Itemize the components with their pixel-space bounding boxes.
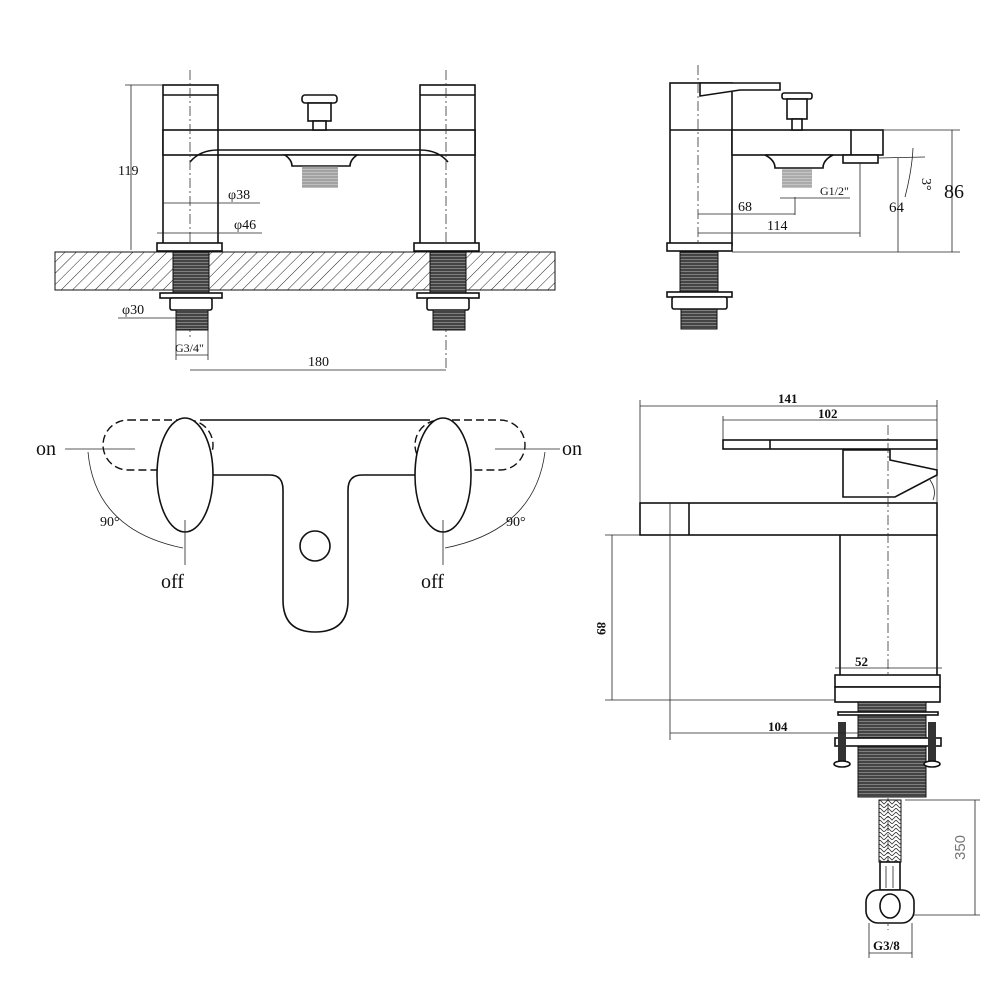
dim-height: 119 — [118, 164, 138, 179]
top-view: on on off off 90° 90° — [36, 417, 582, 633]
dim-spout-height: 89 — [594, 622, 609, 636]
flexible-hose — [878, 799, 902, 863]
base-plate-outline — [200, 419, 430, 633]
bridge-underside — [189, 149, 449, 163]
dim-base-dia: φ46 — [234, 218, 256, 233]
bridge-bar — [162, 129, 476, 156]
dim-spout-height: 86 — [944, 181, 964, 203]
dim-angle: 3° — [918, 178, 933, 191]
shower-outlet — [282, 154, 360, 167]
countertop-section — [54, 251, 556, 291]
dim-base-dia: 52 — [855, 654, 868, 669]
diverter-hole — [299, 530, 331, 562]
dim-lever-length: 102 — [818, 406, 838, 421]
dim-hose-length: 350 — [952, 835, 969, 860]
dim-reach: 114 — [767, 219, 787, 234]
dim-outlet-thread: G1/2" — [820, 184, 849, 198]
right-off-label: off — [421, 571, 444, 593]
right-lever — [414, 417, 472, 533]
side-view: 86 64 3° 68 114 G1/2" — [666, 65, 964, 330]
right-on-label: on — [562, 438, 582, 460]
dim-centres: 180 — [308, 355, 329, 370]
side-tap-body — [669, 82, 733, 246]
dim-reach: 104 — [768, 719, 788, 734]
lever-block — [842, 449, 938, 498]
right-tap-body — [419, 84, 476, 246]
dim-overall-length: 141 — [778, 391, 798, 406]
dim-spout-to-outlet: 68 — [738, 200, 752, 215]
dim-outlet-height: 64 — [889, 200, 905, 216]
dim-thread-dia: φ30 — [122, 303, 144, 318]
diverter-knob — [301, 94, 338, 104]
basin-lever — [722, 439, 938, 450]
basin-spout — [639, 502, 938, 536]
hose-nut — [865, 889, 915, 924]
dim-hose-thread: G3/8 — [873, 938, 900, 953]
left-tap-body — [162, 84, 219, 246]
front-view: 119 φ38 φ46 φ30 G3/4" 180 — [54, 70, 556, 371]
left-angle-label: 90° — [100, 515, 120, 530]
left-lever — [156, 417, 214, 533]
basin-mixer-view: 141 102 89 52 104 350 — [594, 391, 980, 958]
mounting-thread — [857, 701, 927, 798]
side-lever — [699, 82, 781, 97]
left-off-label: off — [161, 571, 184, 593]
right-angle-label: 90° — [506, 515, 526, 530]
dim-body-dia: φ38 — [228, 188, 250, 203]
side-spout — [731, 129, 884, 156]
left-on-label: on — [36, 438, 56, 460]
dim-thread-size: G3/4" — [175, 341, 204, 355]
